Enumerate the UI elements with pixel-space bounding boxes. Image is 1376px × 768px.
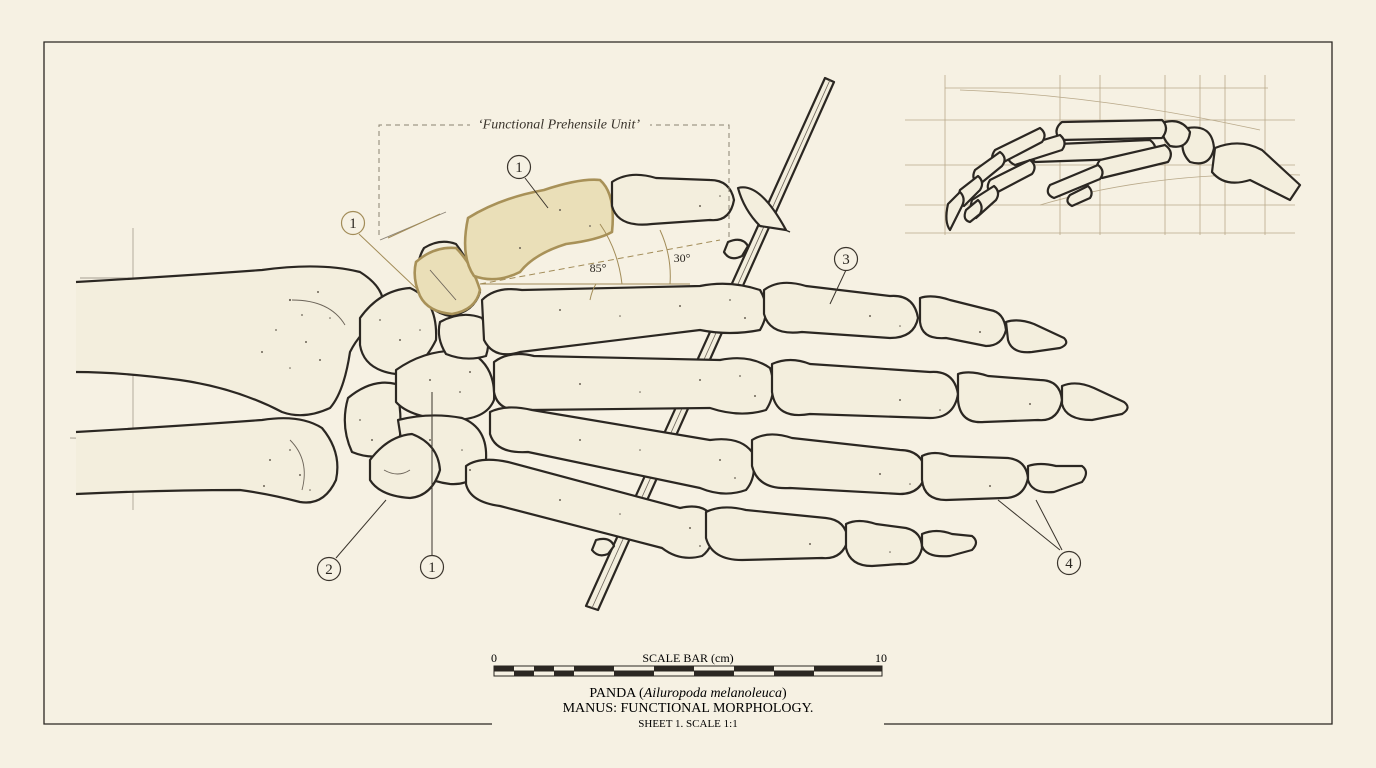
callout-2: 2 — [316, 556, 342, 582]
ulna-bone — [75, 417, 339, 504]
scale-end: 10 — [875, 651, 887, 665]
callout-3: 3 — [833, 246, 859, 272]
callout-4: 4 — [1056, 550, 1082, 576]
angle-30-label: 30° — [674, 251, 691, 265]
svg-text:2: 2 — [325, 562, 333, 578]
sheet-border — [43, 41, 1333, 725]
pisiform-bone — [368, 432, 442, 500]
radius-bone — [75, 265, 385, 417]
phalanx-bones — [610, 173, 1129, 568]
radial-sesamoid — [413, 178, 615, 316]
title-block: PANDA (Ailuropoda melanoleuca) MANUS: FU… — [563, 686, 814, 730]
svg-text:3: 3 — [842, 252, 850, 268]
title-line-1: PANDA (Ailuropoda melanoleuca) — [589, 686, 787, 701]
svg-text:1: 1 — [349, 216, 357, 232]
forearm-bones — [69, 228, 385, 510]
scale-label: SCALE BAR (cm) — [642, 651, 733, 665]
prehensile-unit-label: ‘Functional Prehensile Unit’ — [478, 118, 640, 133]
svg-text:1: 1 — [515, 160, 523, 176]
carpal-bones — [343, 240, 496, 500]
prehensile-unit-box: ‘Functional Prehensile Unit’ — [378, 115, 730, 240]
svg-text:1: 1 — [428, 560, 436, 576]
title-line-3: SHEET 1. SCALE 1:1 — [638, 718, 737, 730]
svg-text:4: 4 — [1065, 556, 1073, 572]
metacarpal-bones — [464, 282, 775, 559]
callout-1-bottom: 1 — [419, 554, 445, 580]
callout-leaders — [335, 177, 1063, 559]
inset-lateral-view — [905, 75, 1302, 235]
callout-1-top: 1 — [506, 154, 532, 180]
stipple-texture — [261, 195, 1031, 553]
angle-85-label: 85° — [590, 261, 607, 275]
scale-start: 0 — [491, 651, 497, 665]
callout-1-gold: 1 — [340, 210, 366, 236]
angle-annotations: 85° 30° — [379, 211, 721, 301]
scale-bar: 0 SCALE BAR (cm) 10 — [491, 651, 887, 677]
title-line-2: MANUS: FUNCTIONAL MORPHOLOGY. — [563, 701, 814, 716]
